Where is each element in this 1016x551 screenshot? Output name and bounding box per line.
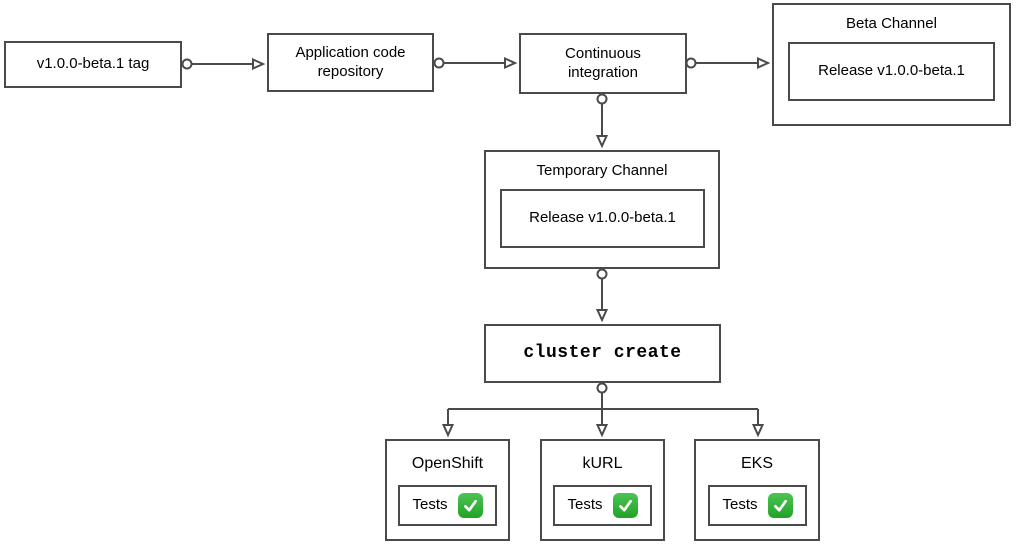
check-icon <box>767 493 793 518</box>
temporary-channel-release-box: Release v1.0.0-beta.1 <box>500 189 705 248</box>
node-temporary-channel: Temporary Channel Release v1.0.0-beta.1 <box>484 150 720 269</box>
check-icon <box>457 493 483 518</box>
node-cluster-kurl: kURL Tests <box>540 439 665 541</box>
openshift-tests-label: Tests <box>412 496 448 514</box>
node-app-repo: Application code repository <box>267 33 434 92</box>
beta-channel-release-box: Release v1.0.0-beta.1 <box>788 42 995 101</box>
node-version-tag: v1.0.0-beta.1 tag <box>4 41 182 88</box>
openshift-tests-box: Tests <box>398 485 497 526</box>
eks-title: EKS <box>740 455 773 472</box>
eks-tests-label: Tests <box>722 496 758 514</box>
connector-ci-to-beta <box>685 56 771 70</box>
kurl-title: kURL <box>582 455 623 472</box>
temporary-channel-title: Temporary Channel <box>536 162 668 179</box>
node-cluster-eks: EKS Tests <box>694 439 820 541</box>
eks-tests-box: Tests <box>708 485 807 526</box>
kurl-tests-label: Tests <box>567 496 603 514</box>
check-icon <box>612 493 638 518</box>
connector-ci-to-temporary <box>595 93 609 149</box>
node-cluster-openshift: OpenShift Tests <box>385 439 510 541</box>
connector-cluster-create-to-clusters <box>441 382 765 438</box>
connector-repo-to-ci <box>433 56 518 70</box>
node-cluster-create: cluster create <box>484 324 721 383</box>
continuous-integration-label: Continuous integration <box>565 44 641 81</box>
connector-temporary-to-cluster-create <box>595 268 609 323</box>
node-continuous-integration: Continuous integration <box>519 33 687 94</box>
node-beta-channel: Beta Channel Release v1.0.0-beta.1 <box>772 3 1011 126</box>
version-tag-label: v1.0.0-beta.1 tag <box>36 55 150 73</box>
kurl-tests-box: Tests <box>553 485 652 526</box>
cluster-create-label: cluster create <box>523 343 682 364</box>
app-repo-label: Application code repository <box>295 43 406 80</box>
temporary-channel-release-label: Release v1.0.0-beta.1 <box>529 209 676 227</box>
connector-tag-to-repo <box>181 57 266 71</box>
openshift-title: OpenShift <box>411 455 484 472</box>
beta-channel-release-label: Release v1.0.0-beta.1 <box>818 62 965 80</box>
beta-channel-title: Beta Channel <box>846 15 937 32</box>
